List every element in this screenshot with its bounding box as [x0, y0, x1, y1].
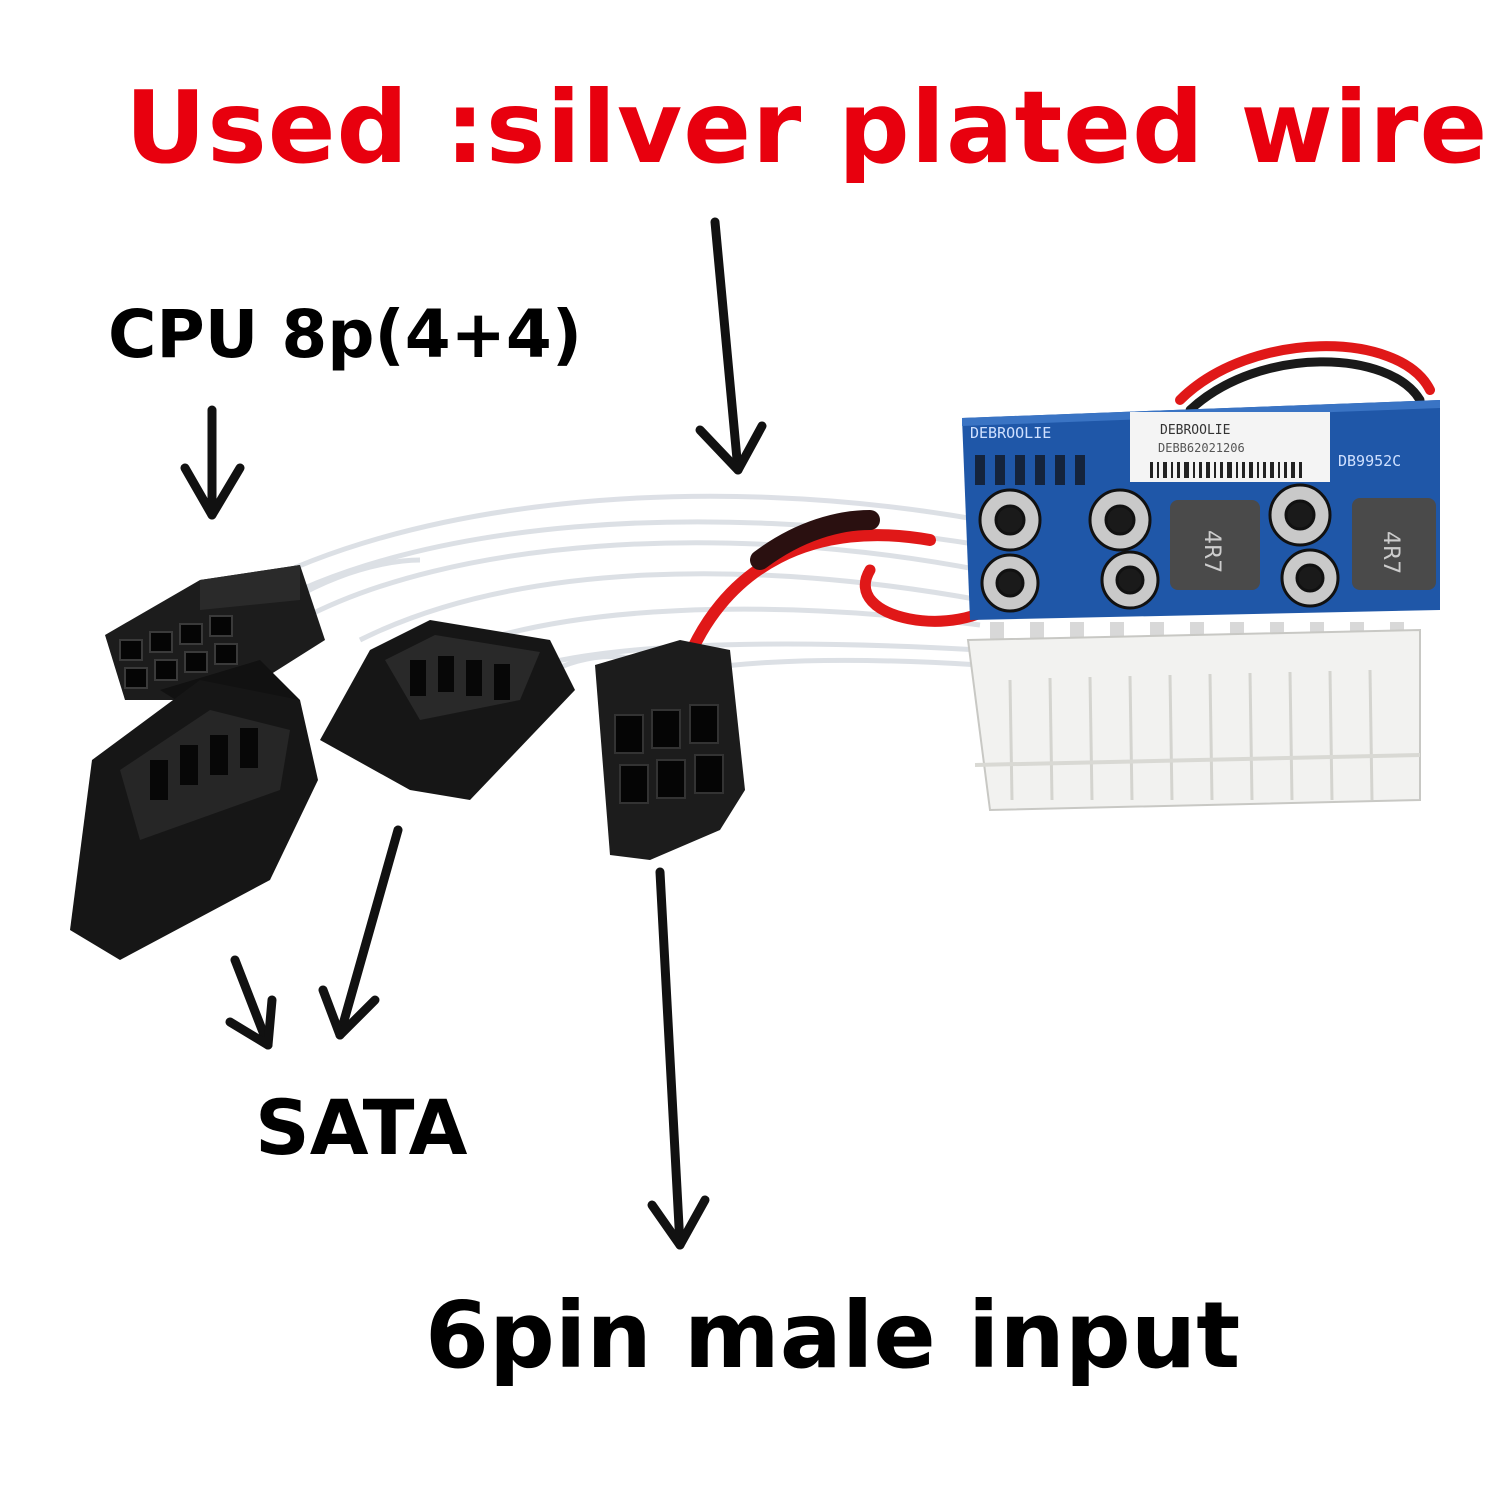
- svg-text:4R7: 4R7: [1199, 530, 1224, 573]
- arrow-title: [695, 217, 767, 475]
- pcb-board: DEBROOLIE DEBROOLIE DEBB62021206 DB9952C: [962, 400, 1440, 648]
- 6pin-input-connector: [595, 640, 745, 860]
- svg-text:DEBROOLIE: DEBROOLIE: [1160, 423, 1230, 438]
- title-label: Used :silver plated wire: [125, 69, 1489, 186]
- input-connector-label: 6pin male input: [425, 1282, 1241, 1389]
- sata-connector-1: [70, 680, 318, 960]
- svg-text:4R7: 4R7: [1378, 531, 1403, 574]
- atx-24pin-plug: [966, 628, 1421, 812]
- capacitors: [978, 483, 1340, 613]
- arrow-cpu: [180, 405, 245, 520]
- arrow-sata-right: [318, 825, 403, 1040]
- red-wires: [674, 341, 1435, 686]
- inductors: 4R7 4R7: [1170, 498, 1436, 590]
- sata-connector-label: SATA: [255, 1083, 468, 1172]
- cpu-connector-label: CPU 8p(4+4): [108, 296, 583, 373]
- svg-text:DEBB62021206: DEBB62021206: [1158, 441, 1245, 455]
- arrow-sata-left: [225, 955, 277, 1050]
- barcode: [1150, 462, 1302, 478]
- arrow-input: [647, 867, 710, 1250]
- sata-connector-2: [320, 620, 575, 800]
- svg-text:DEBROOLIE: DEBROOLIE: [970, 424, 1051, 442]
- svg-text:DB9952C: DB9952C: [1338, 452, 1401, 470]
